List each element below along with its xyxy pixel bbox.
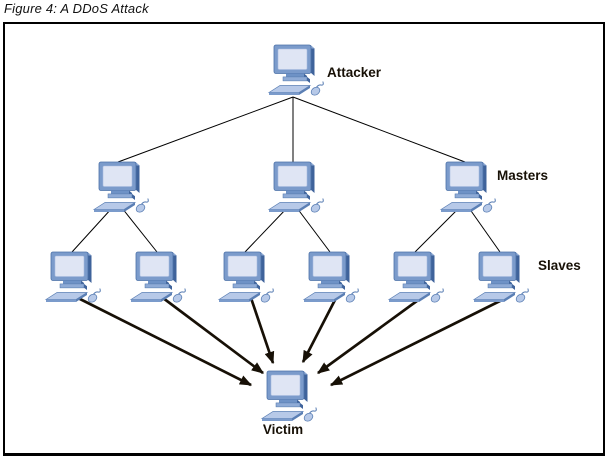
- control-link-master3-slave6: [468, 207, 501, 253]
- pc-icon-master3: [440, 161, 496, 215]
- attack-arrow-slave3-victim: [249, 297, 275, 365]
- pc-icon-slave4: [303, 251, 359, 305]
- nodes-layer: [45, 44, 529, 424]
- attack-arrow-slave4-victim: [301, 297, 338, 364]
- pc-icon-master1: [93, 161, 149, 215]
- diagram-frame: [3, 22, 605, 456]
- control-link-attacker-master1: [117, 96, 294, 163]
- pc-icon-slave2: [130, 251, 186, 305]
- pc-icon-master2: [268, 161, 324, 215]
- pc-icon-attacker: [268, 44, 324, 98]
- attack-arrow-slave5-victim: [316, 296, 422, 375]
- attack-arrow-slave1-victim: [77, 296, 253, 387]
- pc-icon-victim: [261, 370, 317, 424]
- label-slave6: Slaves: [538, 258, 581, 273]
- pc-icon-slave6: [473, 251, 529, 305]
- control-link-master3-slave5: [414, 207, 460, 253]
- edges-layer: [71, 96, 507, 387]
- attack-arrow-slave2-victim: [162, 296, 264, 375]
- pc-icon-slave3: [218, 251, 274, 305]
- control-link-attacker-master3: [292, 96, 466, 163]
- pc-icon-slave1: [45, 251, 101, 305]
- label-victim: Victim: [263, 422, 303, 437]
- control-link-master1-slave2: [121, 207, 158, 253]
- control-link-master1-slave1: [71, 207, 113, 253]
- control-link-master2-slave4: [296, 207, 331, 253]
- figure-caption: Figure 4: A DDoS Attack: [4, 1, 149, 16]
- pc-icon-slave5: [388, 251, 444, 305]
- attack-arrow-slave6-victim: [329, 296, 507, 387]
- control-link-master2-slave3: [244, 207, 288, 253]
- label-master3: Masters: [497, 168, 548, 183]
- label-attacker: Attacker: [327, 65, 382, 80]
